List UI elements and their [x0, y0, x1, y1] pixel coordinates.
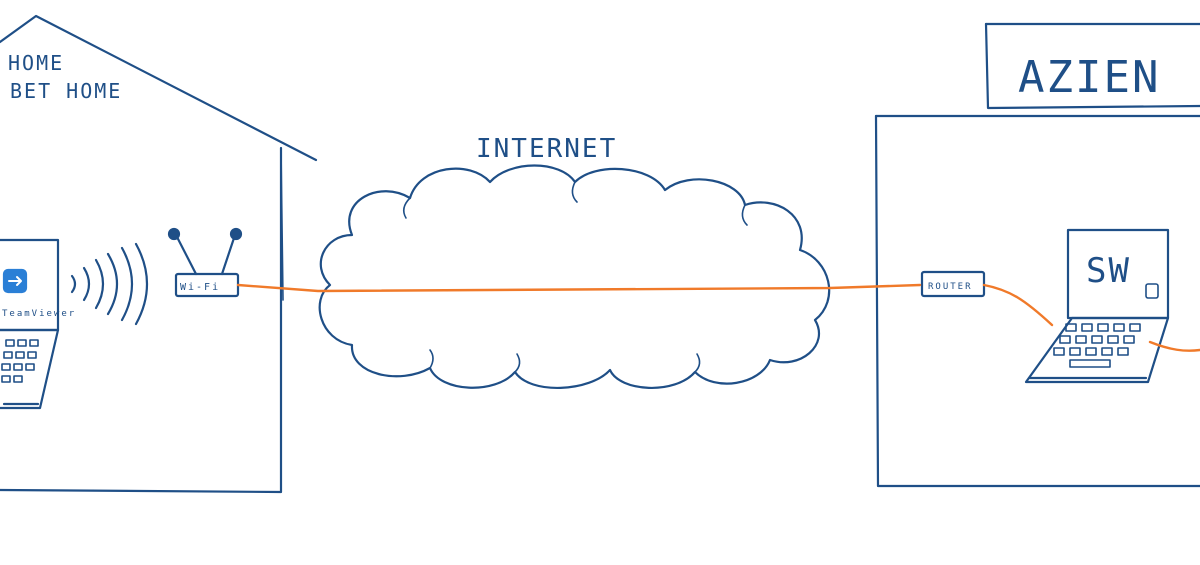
laptop-right	[1024, 228, 1170, 384]
wifi-router	[167, 227, 243, 298]
laptop-left	[0, 238, 60, 410]
house	[0, 14, 318, 494]
wifi-waves-icon	[70, 242, 149, 326]
internet-cloud	[318, 164, 831, 390]
office-building	[874, 22, 1200, 488]
house-label-line2: BET HOME	[10, 79, 122, 103]
office-cable	[1148, 340, 1200, 352]
internet-label: INTERNET	[476, 134, 617, 164]
wifi-label: Wi-Fi	[180, 282, 220, 293]
laptop-cable	[982, 283, 1054, 327]
teamviewer-label: TeamViewer	[2, 309, 76, 319]
house-label-line1: HOME	[8, 51, 64, 75]
teamviewer-icon	[2, 268, 28, 294]
lock-icon	[1145, 283, 1159, 299]
keyboard	[1053, 323, 1141, 368]
office-sign-label: AZIEN	[1018, 52, 1160, 103]
router-label: ROUTER	[928, 282, 973, 292]
internet-cable	[236, 283, 922, 293]
cables	[236, 283, 1200, 352]
sw-label: SW	[1086, 251, 1131, 291]
